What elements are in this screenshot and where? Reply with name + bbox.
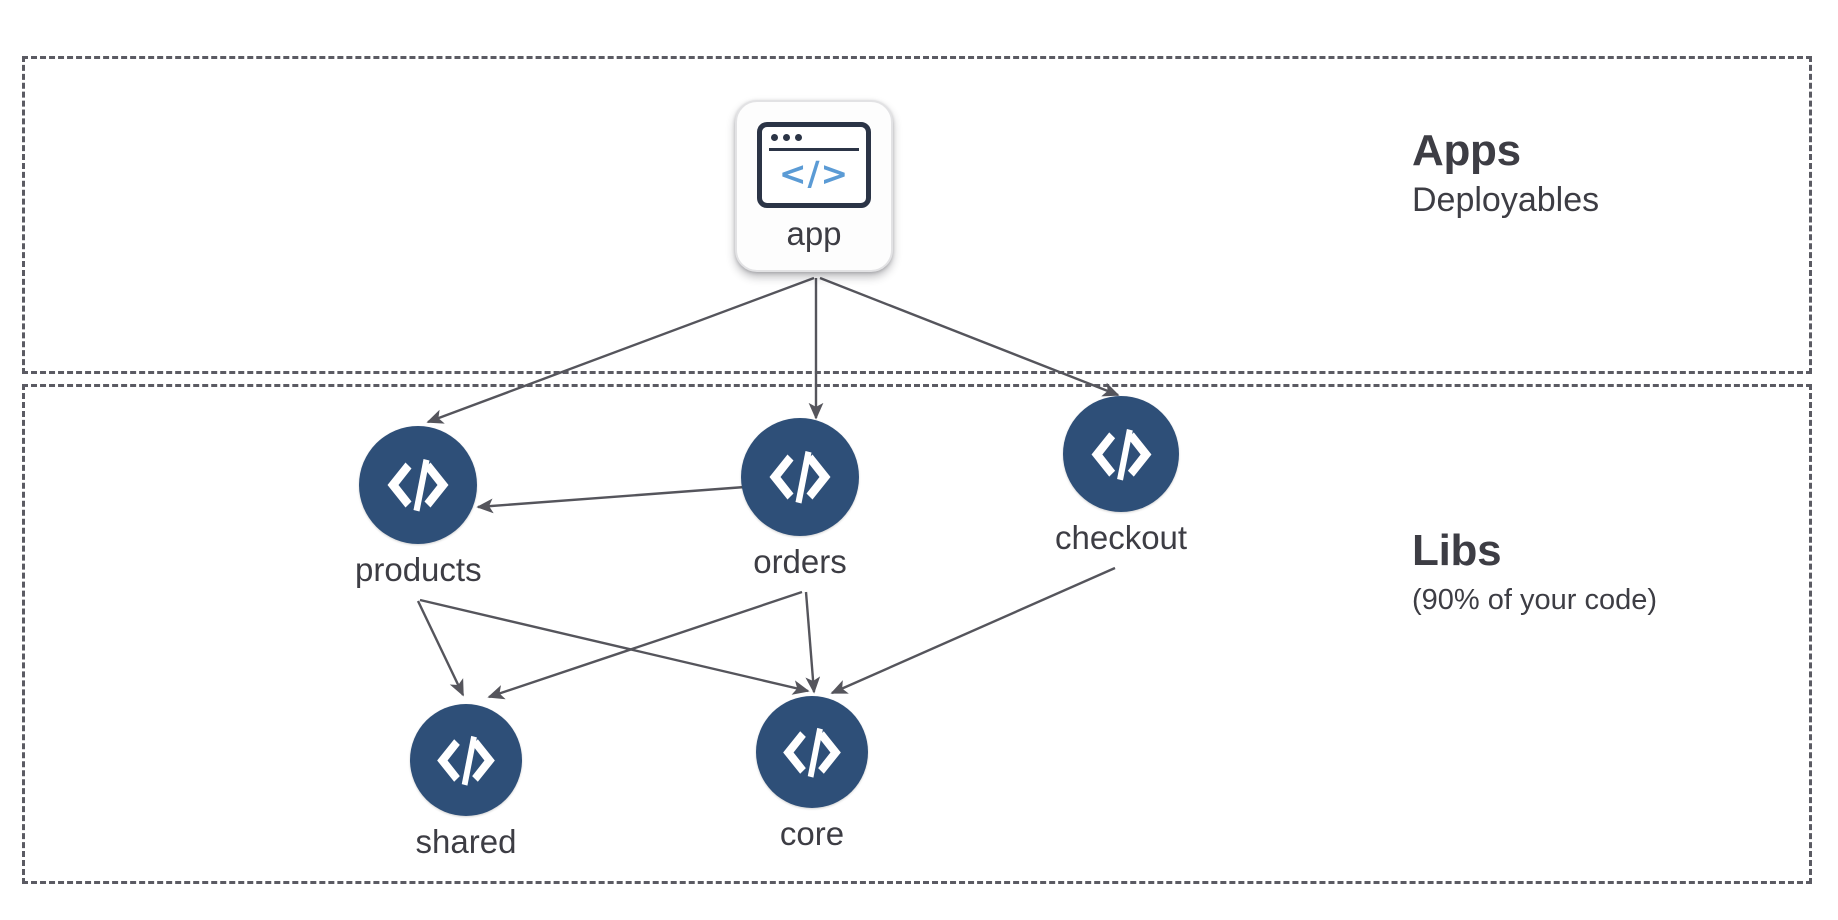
zone-apps-subtitle: Deployables — [1412, 180, 1600, 219]
zone-libs — [22, 384, 1812, 884]
window-titlebar-rule — [769, 148, 859, 151]
zone-libs-subtitle: (90% of your code) — [1412, 583, 1658, 616]
code-brackets-icon — [1063, 396, 1180, 512]
node-checkout[interactable]: checkout — [1055, 396, 1187, 554]
code-brackets-icon — [359, 426, 478, 544]
code-brackets-icon — [756, 696, 868, 808]
window-dots-icon — [771, 134, 802, 141]
node-app-label: app — [786, 215, 842, 252]
zone-legend-libs: Libs (90% of your code) — [1412, 526, 1658, 618]
node-orders-label: orders — [753, 543, 847, 580]
code-brackets-icon — [741, 418, 859, 536]
node-core[interactable]: core — [756, 696, 868, 850]
code-brackets-icon — [410, 704, 522, 816]
code-window-icon: </> — [757, 122, 871, 208]
code-brackets-glyph: </> — [778, 153, 850, 193]
zone-apps-title: Apps — [1412, 126, 1521, 175]
node-shared-label: shared — [415, 823, 517, 860]
node-checkout-label: checkout — [1055, 519, 1188, 556]
zone-legend-apps: Apps Deployables — [1412, 126, 1600, 221]
node-products-label: products — [355, 551, 482, 588]
node-products[interactable]: products — [355, 426, 482, 586]
zone-libs-title: Libs — [1412, 526, 1502, 575]
node-orders[interactable]: orders — [741, 418, 859, 578]
node-core-label: core — [779, 815, 845, 852]
node-app[interactable]: </> app — [735, 100, 893, 272]
node-shared[interactable]: shared — [410, 704, 522, 858]
